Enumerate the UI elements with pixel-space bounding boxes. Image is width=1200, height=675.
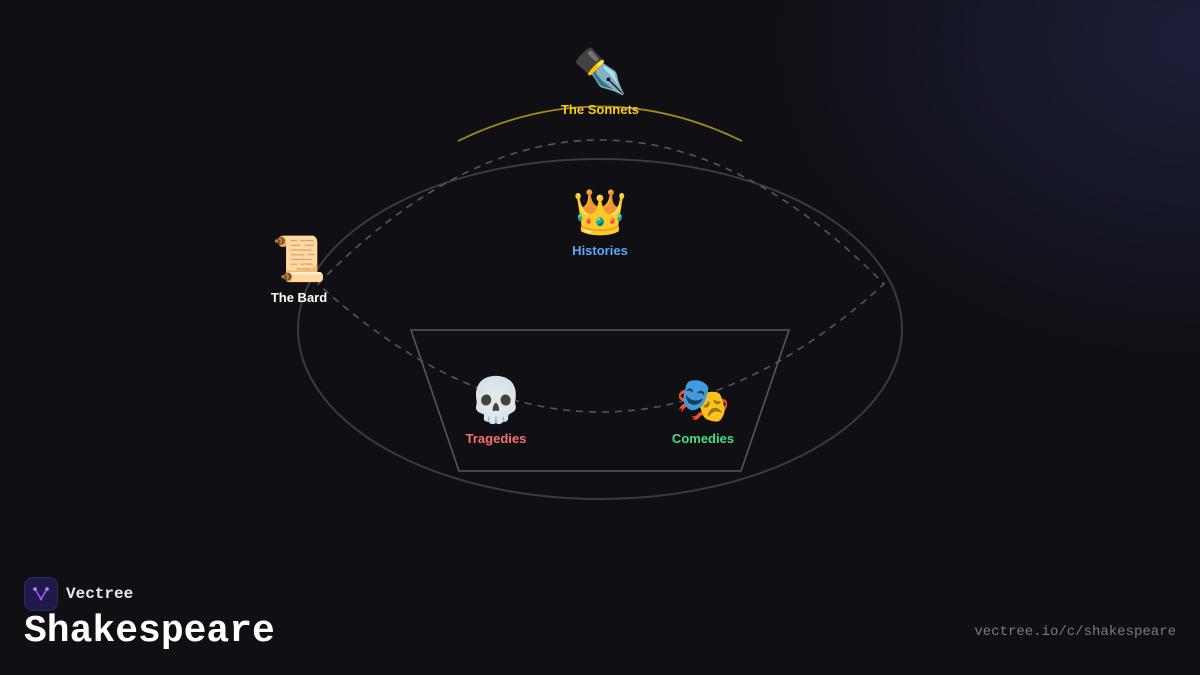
node-the-bard[interactable]: 📜 The Bard [271, 234, 327, 305]
crown-icon: 👑 [572, 187, 628, 238]
page-title: Shakespeare [24, 610, 275, 653]
brand-name: Vectree [66, 585, 134, 603]
node-label-tragedies: Tragedies [465, 431, 527, 446]
node-label-histories: Histories [572, 243, 628, 258]
scroll-icon: 📜 [271, 234, 327, 285]
node-comedies[interactable]: 🎭 Comedies [672, 375, 734, 446]
performing-arts-masks-icon: 🎭 [675, 375, 731, 426]
node-label-comedies: Comedies [671, 431, 735, 446]
fountain-pen-icon: ✒️ [572, 46, 628, 97]
outer-ellipse [297, 158, 903, 500]
node-tragedies[interactable]: 💀 Tragedies [466, 375, 527, 446]
brand[interactable]: Vectree [24, 577, 133, 611]
node-label-the-sonnets: The Sonnets [560, 102, 640, 117]
dashed-lens [316, 139, 886, 413]
page-url[interactable]: vectree.io/c/shakespeare [974, 624, 1176, 640]
node-the-sonnets[interactable]: ✒️ The Sonnets [561, 46, 639, 117]
vectree-logo-icon [24, 577, 58, 611]
node-histories[interactable]: 👑 Histories [572, 187, 628, 258]
node-label-the-bard: The Bard [270, 290, 328, 305]
sonnets-arc [457, 105, 743, 142]
trapezoid [409, 329, 791, 472]
skull-icon: 💀 [468, 375, 524, 426]
